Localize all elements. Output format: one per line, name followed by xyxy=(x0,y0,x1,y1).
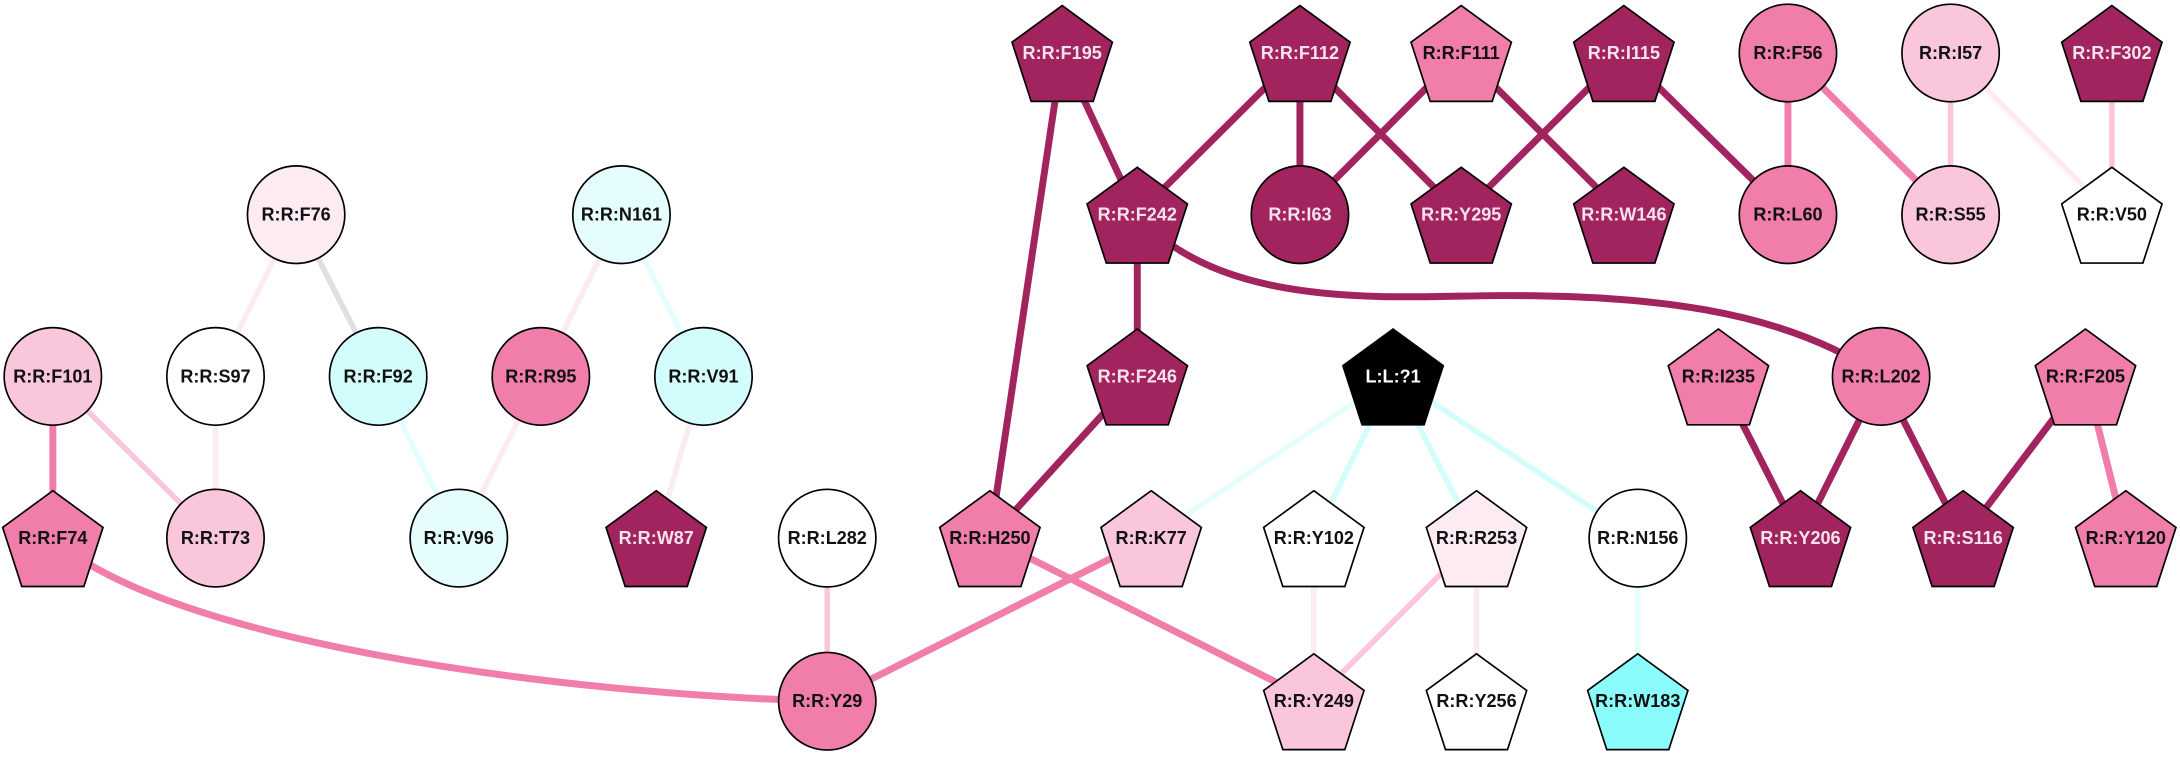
node-pentagon-shape[interactable] xyxy=(1410,4,1513,103)
edge-lig-k77 xyxy=(1149,374,1395,541)
node-pentagon-shape[interactable] xyxy=(1911,489,2015,588)
node-f205[interactable]: R:R:F205 xyxy=(2034,327,2137,426)
node-s116[interactable]: R:R:S116 xyxy=(1911,489,2015,588)
node-f101[interactable]: R:R:F101 xyxy=(3,326,103,427)
node-i235[interactable]: R:R:I235 xyxy=(1667,327,1770,426)
node-t73[interactable]: R:R:T73 xyxy=(166,488,265,588)
node-y29[interactable]: R:R:Y29 xyxy=(777,651,877,751)
node-pentagon-shape[interactable] xyxy=(1011,4,1114,103)
node-circle-shape[interactable] xyxy=(1831,326,1931,427)
node-pentagon-shape[interactable] xyxy=(1749,489,1852,588)
edge-f74-y29 xyxy=(50,535,828,705)
node-i63[interactable]: R:R:I63 xyxy=(1250,165,1350,265)
node-pentagon-shape[interactable] xyxy=(1572,4,1676,103)
node-pentagon-shape[interactable] xyxy=(1410,166,1513,264)
node-y102[interactable]: R:R:Y102 xyxy=(1262,489,1366,588)
node-r253[interactable]: R:R:R253 xyxy=(1425,489,1528,588)
node-h250[interactable]: R:R:H250 xyxy=(938,489,1042,588)
node-n156[interactable]: R:R:N156 xyxy=(1588,488,1688,588)
node-i57[interactable]: R:R:I57 xyxy=(1901,3,2001,103)
node-w87[interactable]: R:R:W87 xyxy=(605,489,708,588)
node-n161[interactable]: R:R:N161 xyxy=(571,165,671,265)
node-v91[interactable]: R:R:V91 xyxy=(654,326,753,427)
node-pentagon-shape[interactable] xyxy=(1341,327,1445,426)
edge-h250-y249 xyxy=(988,535,1316,705)
node-circle-shape[interactable] xyxy=(1738,165,1838,265)
edge-f195-h250 xyxy=(986,52,1066,539)
node-f246[interactable]: R:R:F246 xyxy=(1086,327,1189,426)
node-circle-shape[interactable] xyxy=(1901,165,2001,265)
node-y120[interactable]: R:R:Y120 xyxy=(2074,489,2177,588)
node-pentagon-shape[interactable] xyxy=(2034,327,2137,426)
node-f302[interactable]: R:R:F302 xyxy=(2060,4,2164,103)
node-pentagon-shape[interactable] xyxy=(1262,489,1366,588)
node-circle-shape[interactable] xyxy=(1588,488,1688,588)
node-pentagon-shape[interactable] xyxy=(1572,166,1676,264)
node-pentagon-shape[interactable] xyxy=(938,489,1042,588)
node-f111[interactable]: R:R:F111 xyxy=(1410,4,1513,103)
node-k77[interactable]: R:R:K77 xyxy=(1100,489,1203,588)
node-lig[interactable]: L:L:?1 xyxy=(1341,327,1445,426)
node-circle-shape[interactable] xyxy=(571,165,671,265)
node-circle-shape[interactable] xyxy=(491,326,591,427)
node-pentagon-shape[interactable] xyxy=(1667,327,1770,426)
node-r95[interactable]: R:R:R95 xyxy=(491,326,591,427)
node-f74[interactable]: R:R:F74 xyxy=(1,489,105,588)
node-f56[interactable]: R:R:F56 xyxy=(1738,3,1838,103)
node-pentagon-shape[interactable] xyxy=(1086,166,1189,264)
node-circle-shape[interactable] xyxy=(166,488,265,588)
node-f76[interactable]: R:R:F76 xyxy=(246,165,346,265)
node-circle-shape[interactable] xyxy=(1901,3,2001,103)
node-w183[interactable]: R:R:W183 xyxy=(1586,652,1689,751)
node-l282[interactable]: R:R:L282 xyxy=(777,488,877,588)
node-pentagon-shape[interactable] xyxy=(605,489,708,588)
node-pentagon-shape[interactable] xyxy=(1425,652,1528,751)
node-l202[interactable]: R:R:L202 xyxy=(1831,326,1931,427)
node-circle-shape[interactable] xyxy=(166,326,265,427)
node-circle-shape[interactable] xyxy=(654,326,753,427)
node-pentagon-shape[interactable] xyxy=(1,489,105,588)
node-circle-shape[interactable] xyxy=(328,326,428,427)
node-f92[interactable]: R:R:F92 xyxy=(328,326,428,427)
node-circle-shape[interactable] xyxy=(777,488,877,588)
node-s55[interactable]: R:R:S55 xyxy=(1901,165,2001,265)
node-circle-shape[interactable] xyxy=(1738,3,1838,103)
node-v96[interactable]: R:R:V96 xyxy=(409,488,509,588)
node-y256[interactable]: R:R:Y256 xyxy=(1425,652,1528,751)
edge-k77-y29 xyxy=(825,535,1153,705)
node-pentagon-shape[interactable] xyxy=(1425,489,1528,588)
node-circle-shape[interactable] xyxy=(246,165,346,265)
node-circle-shape[interactable] xyxy=(409,488,509,588)
node-circle-shape[interactable] xyxy=(1250,165,1350,265)
node-y206[interactable]: R:R:Y206 xyxy=(1749,489,1852,588)
node-pentagon-shape[interactable] xyxy=(1100,489,1203,588)
node-circle-shape[interactable] xyxy=(3,326,103,427)
node-pentagon-shape[interactable] xyxy=(1586,652,1689,751)
node-l60[interactable]: R:R:L60 xyxy=(1738,165,1838,265)
node-f112[interactable]: R:R:F112 xyxy=(1248,4,1352,103)
node-pentagon-shape[interactable] xyxy=(2074,489,2177,588)
node-pentagon-shape[interactable] xyxy=(1248,4,1352,103)
node-circle-shape[interactable] xyxy=(777,651,877,751)
node-pentagon-shape[interactable] xyxy=(2060,4,2164,103)
node-pentagon-shape[interactable] xyxy=(1086,327,1189,426)
node-s97[interactable]: R:R:S97 xyxy=(166,326,265,427)
node-f195[interactable]: R:R:F195 xyxy=(1011,4,1114,103)
node-i115[interactable]: R:R:I115 xyxy=(1572,4,1676,103)
node-pentagon-shape[interactable] xyxy=(1262,652,1366,751)
edge-f242-l202 xyxy=(1134,212,1884,380)
node-pentagon-shape[interactable] xyxy=(2060,166,2164,264)
